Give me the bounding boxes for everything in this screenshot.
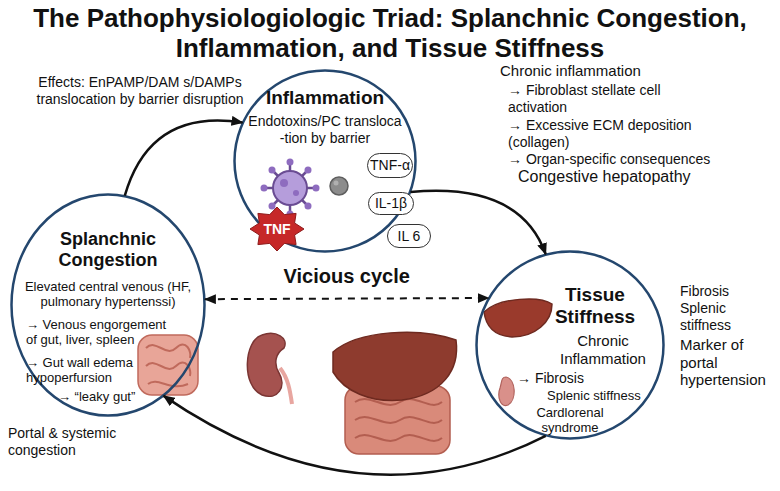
node-heading: Tissue Stiffness: [545, 284, 645, 329]
circle-border: [477, 252, 664, 439]
pathogen-body: [330, 177, 348, 195]
node-text: Splenic stiffness: [547, 388, 657, 403]
ureter: [280, 368, 292, 404]
annotation-text: Portal & systemic congestion: [8, 425, 140, 458]
cycle-connector: [205, 298, 489, 299]
gut-folds: [146, 345, 190, 387]
node-heading: Splanchnic Congestion: [28, 229, 188, 271]
node-text: Chronic Inflammation: [553, 332, 653, 367]
annotation-text: Marker of portal hypertension: [680, 336, 775, 389]
organ-illustration: [333, 332, 457, 454]
virus-spikes: [264, 162, 316, 214]
liver-icon: [484, 299, 552, 337]
node-label: IL-1β: [369, 193, 413, 214]
liver-shape: [333, 332, 457, 400]
node-text: → “leaky gut”: [58, 389, 158, 404]
liver-small: [484, 299, 552, 337]
annotation-text: Effects: EnPAMP/DAM s/DAMPs translocatio…: [30, 74, 250, 107]
node-label: TNF-α: [368, 154, 412, 177]
cytokine-pill: TNF-α: [367, 153, 413, 178]
edge-label: Vicious cycle: [284, 265, 410, 289]
circle-border: [12, 195, 205, 416]
knob: [313, 185, 320, 192]
annotation-text: → Organ-specific consequences: [508, 151, 778, 168]
spleen-shape: [499, 377, 514, 405]
node-text: Cardlorenal syndrome: [515, 405, 625, 436]
process-circle: InflammationEndotoxins/PC transloca -tio…: [233, 69, 417, 253]
flow-arrow: [411, 191, 546, 254]
pathogen-spot: [334, 181, 339, 186]
knob: [287, 159, 294, 166]
node-heading: Inflammation: [233, 87, 417, 109]
annotation-text: Chronic inflammation: [500, 62, 641, 80]
cytokine-pill: IL 6: [387, 224, 431, 248]
spleen-icon: [499, 377, 514, 405]
process-circle: Tissue StiffnessChronic Inflammation → Fi…: [475, 250, 665, 440]
cytokine-pill: IL-1β: [368, 192, 414, 215]
flow-arrow: [125, 120, 243, 195]
node-text: → Venous engorgement of gut, liver, sple…: [26, 317, 176, 348]
virus-knobs: [261, 159, 320, 218]
virus-icon: [261, 159, 320, 218]
node-text: → Gut wall edema hypoperfursion: [26, 355, 138, 386]
node-text: Endotoxins/PC transloca -tion by barrier: [245, 113, 405, 146]
node-label: IL 6: [388, 225, 430, 247]
intestine-folds: [355, 399, 442, 441]
knob: [305, 167, 312, 174]
annotation-text: Splenic stiffness: [680, 300, 760, 333]
kidney-body: [247, 333, 285, 396]
knob: [269, 203, 276, 210]
annotation-text: Congestive hepatopathy: [518, 168, 691, 187]
knob: [261, 185, 268, 192]
burst-shape: [250, 207, 304, 251]
node-text: → Fibrosis: [517, 370, 597, 387]
flow-arrow: [164, 396, 546, 475]
annotation-text: → Excessive ECM deposition (collagen): [508, 117, 703, 150]
small-pathogen-icon: [330, 177, 348, 195]
diagram-title: The Pathophysiologiologic Triad: Splanch…: [20, 4, 760, 64]
process-circle: Splanchnic CongestionElevated central ve…: [10, 193, 206, 417]
annotation-text: → Fibroblast stellate cell activation: [508, 82, 673, 115]
kidney-icon: [247, 333, 292, 404]
cytokine-burst: TNF: [249, 206, 305, 252]
node-text: Elevated central venous (HF, pulmonary h…: [16, 279, 200, 310]
virus-body: [273, 171, 307, 205]
annotation-text: Fibrosis: [680, 283, 729, 300]
virus-spot: [293, 190, 299, 196]
node-label: TNF: [249, 206, 305, 252]
virus-spot: [280, 179, 288, 187]
knob: [305, 203, 312, 210]
knob: [269, 167, 276, 174]
